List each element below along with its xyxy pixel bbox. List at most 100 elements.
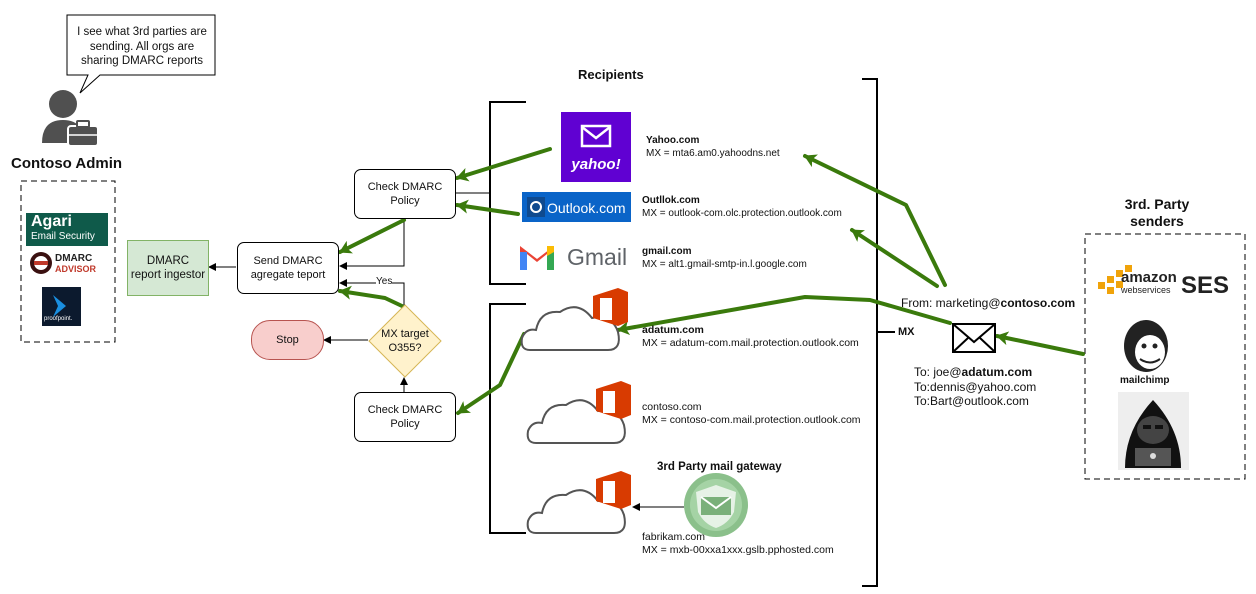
check-bottom-line-1: Check DMARC — [367, 404, 443, 416]
office-cloud-contoso — [526, 381, 631, 444]
gmail-logo-text: Gmail — [567, 244, 628, 270]
speech-line-3: sharing DMARC reports — [80, 55, 204, 67]
gmail-info: gmail.com MX = alt1.gmail-smtp-in.l.goog… — [642, 245, 807, 271]
agari-subtitle: Email Security — [31, 231, 95, 242]
yahoo-logo-text: yahoo! — [571, 156, 621, 173]
adatum-info: adatum.com MX = adatum-com.mail.protecti… — [642, 324, 859, 350]
ingestor-line-1: DMARC — [146, 255, 190, 267]
contoso-mx: MX = contoso-com.mail.protection.outlook… — [642, 414, 861, 426]
connector-yes — [339, 279, 405, 305]
amazon-ses-text: SES — [1181, 272, 1230, 299]
green-arrow-outlook-to-check — [455, 199, 520, 216]
admin-person-icon — [42, 90, 99, 147]
senders-heading-line-1: 3rd. Party — [1124, 196, 1190, 212]
dmarc-advisor-icon — [30, 252, 52, 274]
outlook-logo-text: Outlook.com — [547, 200, 626, 216]
from-prefix: From: marketing@ — [901, 296, 1001, 310]
diamond-line-1: MX target — [381, 328, 429, 340]
mx-label: MX — [898, 326, 915, 338]
green-arrow-from-to-outlook — [850, 228, 939, 288]
admin-vendors-frame — [20, 180, 116, 343]
to-addresses: To: joe@adatum.com To:dennis@yahoo.com T… — [914, 365, 1036, 409]
to-line-1: To: joe@adatum.com — [914, 365, 1036, 380]
office-cloud-adatum — [520, 288, 628, 351]
contoso-info: contoso.com MX = contoso-com.mail.protec… — [642, 401, 861, 427]
gmail-mx: MX = alt1.gmail-smtp-in.l.google.com — [642, 259, 807, 270]
yahoo-mx: MX = mta6.am0.yahoodns.net — [646, 148, 780, 159]
yahoo-info: Yahoo.com MX = mta6.am0.yahoodns.net — [646, 134, 780, 160]
check-bottom-line-2: Policy — [390, 418, 420, 430]
senders-frame — [1084, 233, 1246, 480]
yes-label: Yes — [376, 275, 393, 288]
agari-logo-bg — [26, 213, 108, 246]
check-top-line-2: Policy — [390, 195, 420, 207]
gmail-logo-icon — [520, 246, 554, 270]
outlook-name: Outllok.com — [642, 195, 700, 206]
adatum-mx: MX = adatum-com.mail.protection.outlook.… — [642, 337, 859, 349]
fabrikam-info: fabrikam.com MX = mxb-00xxa1xxx.gslb.pph… — [642, 531, 834, 557]
gateway-label: 3rd Party mail gateway — [657, 461, 782, 473]
check-top-line-1: Check DMARC — [367, 181, 443, 193]
from-address: From: marketing@contoso.com — [901, 296, 1075, 310]
amazon-line-2: webservices — [1121, 285, 1171, 295]
mx-target-diamond[interactable]: MX target O355? — [368, 304, 442, 378]
mailchimp-icon — [1124, 320, 1168, 372]
dmarc-advisor-line-1: DMARC — [55, 253, 93, 264]
speech-bubble — [66, 14, 216, 94]
admin-title: Contoso Admin — [11, 155, 123, 172]
fabrikam-name: fabrikam.com — [642, 531, 706, 543]
check-dmarc-top[interactable]: Check DMARC Policy — [354, 169, 456, 219]
speech-line-1: I see what 3rd parties are — [77, 26, 207, 38]
stop-box[interactable]: Stop — [251, 320, 324, 360]
agari-logo: Agari Email Security — [26, 213, 108, 246]
stop-label: Stop — [276, 334, 299, 346]
gmail-name: gmail.com — [642, 246, 692, 257]
green-arrow-adatum-to-check — [456, 332, 526, 415]
to-line-2: To:dennis@yahoo.com — [914, 379, 1037, 394]
diamond-line-2: O355? — [388, 342, 422, 354]
green-arrow-envelope-to-adatum — [616, 295, 952, 335]
outlook-logo — [522, 192, 631, 222]
outlook-info: Outllok.com MX = outlook-com.olc.protect… — [642, 194, 842, 220]
green-arrow-yahoo-to-check — [455, 147, 552, 182]
recipients-heading: Recipients — [578, 67, 644, 82]
mx-bracket — [862, 78, 895, 587]
amazon-ses-icon — [1098, 265, 1132, 294]
green-arrow-diamond-to-send — [338, 285, 404, 308]
amazon-ses-logo: amazon webservices — [1121, 269, 1177, 295]
mail-gateway-icon — [684, 473, 748, 537]
adatum-name: adatum.com — [642, 324, 704, 336]
office-cloud-fabrikam — [526, 471, 631, 534]
green-arrow-check-to-send — [338, 218, 406, 254]
contoso-name: contoso.com — [642, 401, 702, 413]
ingestor-line-2: report ingestor — [130, 269, 206, 281]
green-arrow-from-to-yahoo — [803, 154, 947, 287]
agari-name: Agari — [31, 213, 72, 230]
dmarc-advisor-logo: DMARC ADVISOR — [55, 253, 96, 275]
to-line-3: To:Bart@outlook.com — [914, 394, 1029, 408]
senders-heading: 3rd. Party senders — [1104, 196, 1210, 230]
recipient-bracket-bottom — [489, 303, 526, 534]
to-line-1-domain: adatum.com — [961, 365, 1033, 379]
send-dmarc-box[interactable]: Send DMARC agregate teport — [237, 242, 339, 294]
from-domain: contoso.com — [1000, 296, 1076, 310]
fabrikam-mx: MX = mxb-00xxa1xxx.gslb.pphosted.com — [642, 544, 834, 556]
speech-line-2: sending. All orgs are — [89, 40, 195, 53]
proofpoint-logo — [42, 287, 81, 326]
connector-check-to-send — [339, 218, 405, 270]
speech-bubble-text: I see what 3rd parties are sending. All … — [69, 25, 215, 69]
check-dmarc-bottom[interactable]: Check DMARC Policy — [354, 392, 456, 442]
dmarc-report-ingestor[interactable]: DMARC report ingestor — [127, 240, 209, 296]
envelope-icon — [952, 323, 996, 353]
amazon-line-1: amazon — [1121, 269, 1177, 286]
yahoo-name: Yahoo.com — [646, 135, 700, 146]
hacker-icon — [1118, 392, 1189, 470]
outlook-mx: MX = outlook-com.olc.protection.outlook.… — [642, 208, 842, 219]
senders-heading-line-2: senders — [1130, 213, 1184, 229]
send-line-1: Send DMARC — [253, 255, 323, 267]
to-line-1-prefix: To: joe@ — [914, 365, 962, 379]
diamond-shape — [368, 304, 442, 378]
send-line-2: agregate teport — [250, 269, 326, 281]
mailchimp-label: mailchimp — [1120, 375, 1170, 386]
